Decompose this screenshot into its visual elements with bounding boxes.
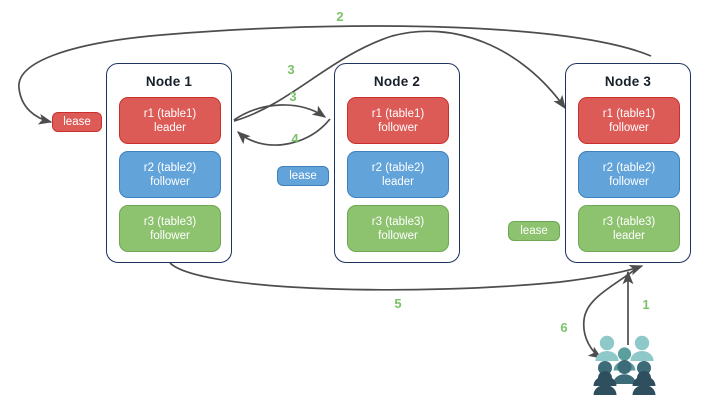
arrow-step-3-to-node2 — [233, 104, 327, 121]
node-2-replica-r3-name: r3 (table3) — [371, 215, 425, 228]
node-2-title: Node 2 — [373, 74, 421, 89]
node-3-replica-r3[interactable]: r3 (table3) leader — [578, 205, 680, 252]
node-3-replica-r2[interactable]: r2 (table2) follower — [578, 151, 680, 198]
node-2-container[interactable]: Node 2 r1 (table1) follower r2 (table2) … — [334, 63, 460, 263]
arrow-step-5 — [169, 262, 644, 291]
node-1-container[interactable]: Node 1 r1 (table1) leader r2 (table2) fo… — [106, 63, 232, 263]
node-1-replica-r3-role: follower — [150, 229, 190, 242]
node-2-replica-r1[interactable]: r1 (table1) follower — [347, 97, 449, 144]
node-3-replica-r2-role: follower — [609, 175, 649, 188]
arrow-step-6 — [582, 267, 638, 359]
node-2-replica-r1-role: follower — [378, 121, 418, 134]
node-1-replica-r1-name: r1 (table1) — [143, 107, 197, 120]
lease-badge-blue[interactable]: lease — [277, 166, 329, 186]
node-3-container[interactable]: Node 3 r1 (table1) follower r2 (table2) … — [565, 63, 691, 263]
node-2-replica-r2[interactable]: r2 (table2) leader — [347, 151, 449, 198]
arrow-step-2 — [18, 25, 652, 125]
node-2-replica-r1-name: r1 (table1) — [371, 107, 425, 120]
step-label-3-upper: 3 — [287, 62, 295, 77]
node-3-replica-r3-role: leader — [613, 229, 645, 242]
arrow-step-3-to-node3 — [233, 30, 566, 122]
step-label-1: 1 — [642, 297, 650, 312]
lease-badge-red[interactable]: lease — [52, 112, 102, 132]
node-3-replica-r1-role: follower — [609, 121, 649, 134]
node-2-replica-r3-role: follower — [378, 229, 418, 242]
step-label-2: 2 — [336, 9, 344, 24]
node-1-replica-r2-name: r2 (table2) — [143, 161, 197, 174]
node-3-replica-r1[interactable]: r1 (table1) follower — [578, 97, 680, 144]
node-1-replica-r3[interactable]: r3 (table3) follower — [119, 205, 221, 252]
node-3-title: Node 3 — [604, 74, 652, 89]
node-1-replica-r2-role: follower — [150, 175, 190, 188]
node-3-replica-r3-name: r3 (table3) — [602, 215, 656, 228]
node-1-replica-r2[interactable]: r2 (table2) follower — [119, 151, 221, 198]
node-3-replica-r2-name: r2 (table2) — [602, 161, 656, 174]
node-1-replica-r3-name: r3 (table3) — [143, 215, 197, 228]
arrow-step-4 — [236, 118, 331, 146]
node-3-replica-r1-name: r1 (table1) — [602, 107, 656, 120]
step-label-4: 4 — [291, 131, 299, 146]
node-2-replica-r2-role: leader — [382, 175, 414, 188]
step-label-5: 5 — [394, 296, 402, 311]
step-label-6: 6 — [560, 320, 568, 335]
node-1-replica-r1[interactable]: r1 (table1) leader — [119, 97, 221, 144]
lease-badge-green[interactable]: lease — [508, 221, 560, 241]
node-2-replica-r3[interactable]: r3 (table3) follower — [347, 205, 449, 252]
step-label-3-lower: 3 — [289, 89, 297, 104]
node-1-replica-r1-role: leader — [154, 121, 186, 134]
users-icon[interactable] — [592, 334, 658, 396]
node-1-title: Node 1 — [145, 74, 193, 89]
node-2-replica-r2-name: r2 (table2) — [371, 161, 425, 174]
